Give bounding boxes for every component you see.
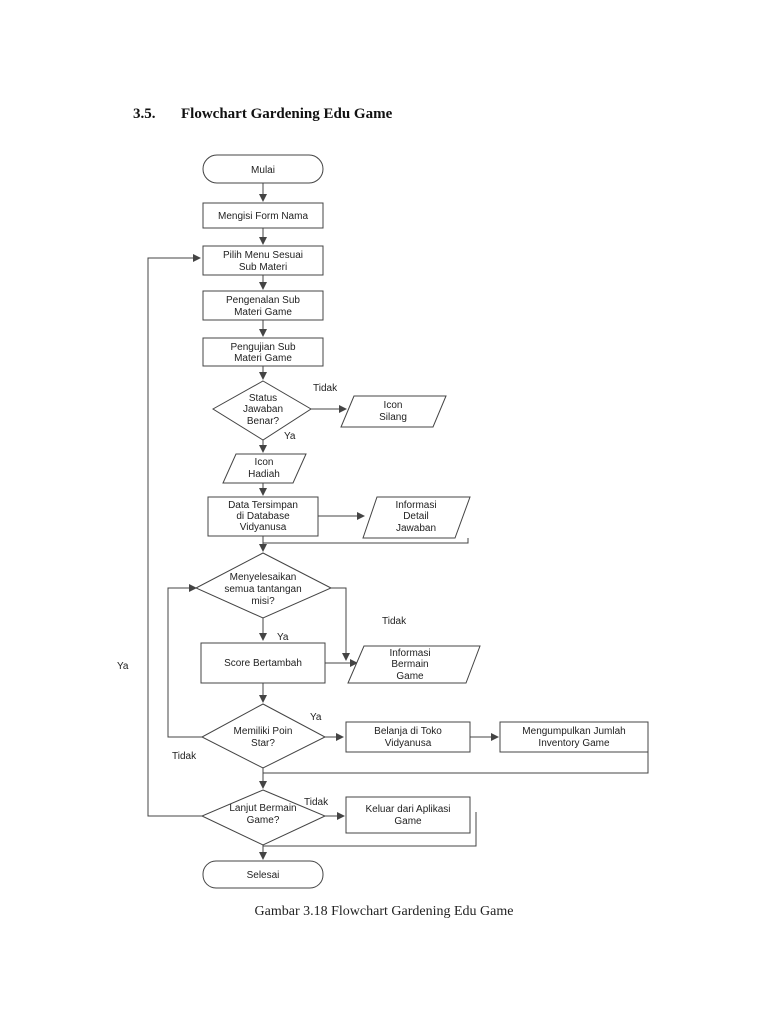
menu-label-1: Pilih Menu Sesuai bbox=[223, 250, 303, 261]
section-number: 3.5. bbox=[133, 106, 156, 122]
poin-label-2: Star? bbox=[251, 738, 275, 749]
edges bbox=[147, 183, 649, 860]
node-start: Mulai bbox=[202, 154, 324, 184]
continue-label-1: Lanjut Bermain bbox=[229, 803, 296, 814]
section-title: Flowchart Gardening Edu Game bbox=[181, 106, 393, 122]
data-shape bbox=[340, 395, 447, 428]
terminator-shape bbox=[202, 154, 324, 184]
node-inventory: Mengumpulkan Jumlah Inventory Game bbox=[499, 721, 649, 753]
intro-label-1: Pengenalan Sub bbox=[226, 295, 300, 306]
terminator-shape bbox=[202, 860, 324, 889]
node-info-detail: Informasi Detail Jawaban bbox=[362, 496, 471, 539]
node-status: Status Jawaban Benar? bbox=[212, 380, 312, 441]
status-yes-label: Ya bbox=[284, 431, 296, 442]
info-detail-label-2: Detail bbox=[403, 511, 429, 522]
exit-label-1: Keluar dari Aplikasi bbox=[365, 804, 450, 815]
node-score: Score Bertambah bbox=[200, 642, 326, 684]
node-menu: Pilih Menu Sesuai Sub Materi bbox=[202, 245, 324, 276]
status-no-label: Tidak bbox=[313, 383, 338, 394]
edge-info-merge bbox=[263, 538, 469, 544]
inventory-label-1: Mengumpulkan Jumlah bbox=[522, 726, 625, 737]
saved-label-1: Data Tersimpan bbox=[228, 500, 298, 511]
poin-label-1: Memiliki Poin bbox=[234, 726, 293, 737]
node-info-play: Informasi Bermain Game bbox=[347, 645, 481, 684]
edge-exit-merge bbox=[263, 812, 477, 847]
saved-label-2: di Database bbox=[236, 511, 290, 522]
node-continue: Lanjut Bermain Game? bbox=[200, 789, 327, 846]
decision-shape bbox=[200, 789, 327, 846]
figure-caption: Gambar 3.18 Flowchart Gardening Edu Game bbox=[254, 904, 514, 919]
status-label-1: Status bbox=[249, 393, 277, 404]
node-form: Mengisi Form Nama bbox=[202, 202, 324, 229]
decision-shape bbox=[200, 703, 327, 769]
node-icon-reward: Icon Hadiah bbox=[222, 453, 307, 484]
process-shape bbox=[345, 721, 471, 753]
intro-label-2: Materi Game bbox=[234, 307, 292, 318]
continue-no-label: Tidak bbox=[304, 797, 329, 808]
test-label-2: Materi Game bbox=[234, 353, 292, 364]
node-shop: Belanja di Toko Vidyanusa bbox=[345, 721, 471, 753]
node-exit: Keluar dari Aplikasi Game bbox=[345, 796, 471, 834]
icon-cross-label-2: Silang bbox=[379, 412, 407, 423]
challenge-label-1: Menyelesaikan bbox=[230, 572, 297, 583]
poin-no-label: Tidak bbox=[172, 751, 197, 762]
poin-yes-label: Ya bbox=[310, 712, 322, 723]
process-shape bbox=[200, 642, 326, 684]
data-shape bbox=[347, 645, 481, 684]
node-challenge: Menyelesaikan semua tantangan misi? bbox=[194, 552, 333, 619]
data-shape bbox=[362, 496, 471, 539]
shop-label-1: Belanja di Toko bbox=[374, 726, 442, 737]
exit-label-2: Game bbox=[394, 816, 422, 827]
menu-label-2: Sub Materi bbox=[239, 262, 287, 273]
process-shape bbox=[202, 245, 324, 276]
icon-reward-label-1: Icon bbox=[255, 457, 274, 468]
end-label: Selesai bbox=[247, 870, 280, 881]
form-label: Mengisi Form Nama bbox=[218, 211, 308, 222]
icon-cross-label-1: Icon bbox=[384, 400, 403, 411]
node-end: Selesai bbox=[202, 860, 324, 889]
process-shape bbox=[202, 202, 324, 229]
node-intro: Pengenalan Sub Materi Game bbox=[202, 290, 324, 321]
score-label: Score Bertambah bbox=[224, 658, 302, 669]
challenge-yes-label: Ya bbox=[277, 632, 289, 643]
test-label-1: Pengujian Sub bbox=[230, 342, 295, 353]
node-icon-cross: Icon Silang bbox=[340, 395, 447, 428]
shop-label-2: Vidyanusa bbox=[385, 738, 432, 749]
loop-yes-label: Ya bbox=[117, 661, 129, 672]
node-test: Pengujian Sub Materi Game bbox=[202, 337, 324, 367]
edge-labels: Tidak Ya Tidak Ya Ya Ya Tidak Tidak bbox=[117, 383, 407, 808]
saved-label-3: Vidyanusa bbox=[240, 522, 287, 533]
edge-inventory-merge bbox=[263, 752, 649, 774]
node-poin: Memiliki Poin Star? bbox=[200, 703, 327, 769]
info-play-label-1: Informasi bbox=[389, 648, 430, 659]
challenge-label-2: semua tantangan bbox=[224, 584, 301, 595]
status-label-3: Benar? bbox=[247, 416, 280, 427]
continue-label-2: Game? bbox=[247, 815, 280, 826]
challenge-no-label: Tidak bbox=[382, 616, 407, 627]
status-label-2: Jawaban bbox=[243, 404, 283, 415]
data-shape bbox=[222, 453, 307, 484]
process-shape bbox=[202, 290, 324, 321]
inventory-label-2: Inventory Game bbox=[538, 738, 610, 749]
decision-shape bbox=[194, 552, 333, 619]
process-shape bbox=[499, 721, 649, 753]
start-label: Mulai bbox=[251, 165, 275, 176]
decision-shape bbox=[212, 380, 312, 441]
info-detail-label-3: Jawaban bbox=[396, 523, 436, 534]
challenge-label-3: misi? bbox=[251, 596, 275, 607]
icon-reward-label-2: Hadiah bbox=[248, 469, 280, 480]
info-play-label-2: Bermain bbox=[391, 659, 428, 670]
process-shape bbox=[207, 496, 319, 537]
section-heading: 3.5. Flowchart Gardening Edu Game bbox=[133, 106, 392, 123]
edge-poin-loop bbox=[167, 584, 202, 738]
process-shape bbox=[345, 796, 471, 834]
info-detail-label-1: Informasi bbox=[395, 500, 436, 511]
info-play-label-3: Game bbox=[396, 671, 424, 682]
node-saved: Data Tersimpan di Database Vidyanusa bbox=[207, 496, 319, 537]
edge-continue-loop bbox=[147, 254, 202, 817]
process-shape bbox=[202, 337, 324, 367]
